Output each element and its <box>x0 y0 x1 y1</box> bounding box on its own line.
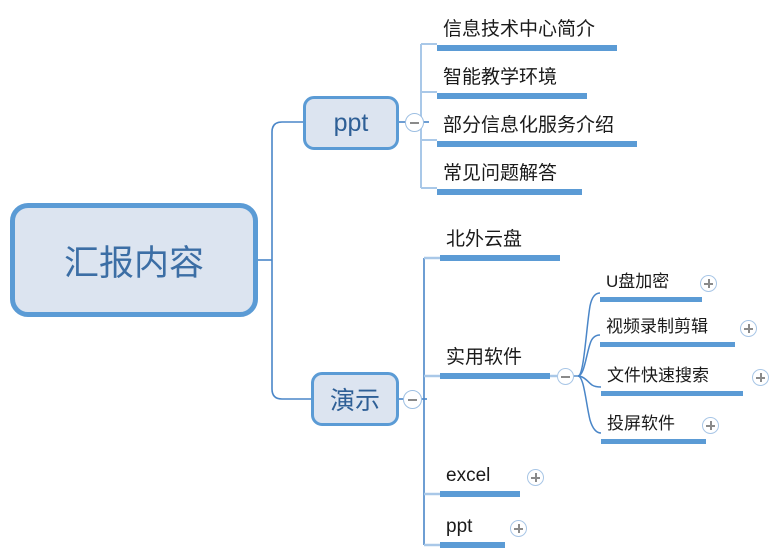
leaf-node-changjianwenti[interactable]: 常见问题解答 <box>437 162 582 195</box>
leaf-underline <box>600 297 702 302</box>
leaf-node-beiwaiyunpan[interactable]: 北外云盘 <box>440 228 560 261</box>
plus-circle-icon-upanjiami[interactable] <box>700 275 717 292</box>
branch-node-ppt[interactable]: ppt <box>303 96 399 150</box>
leaf-label: 文件快速搜索 <box>607 366 709 385</box>
minus-circle-icon-ppt[interactable] <box>405 113 424 132</box>
leaf-node-zhinengjiaoxue[interactable]: 智能教学环境 <box>437 66 587 99</box>
leaf-underline <box>440 542 505 548</box>
plus-circle-icon-wenjiansousuo[interactable] <box>752 369 769 386</box>
leaf-label: excel <box>446 465 491 486</box>
leaf-node-toupingruanjian[interactable]: 投屏软件 <box>601 412 706 444</box>
leaf-underline <box>440 373 550 379</box>
leaf-node-excel[interactable]: excel <box>440 464 520 497</box>
leaf-underline <box>437 45 617 51</box>
leaf-label: 视频录制剪辑 <box>606 317 708 336</box>
leaf-underline <box>437 189 582 195</box>
leaf-label: 常见问题解答 <box>443 163 558 184</box>
leaf-node-bufenxinxihua[interactable]: 部分信息化服务介绍 <box>437 114 637 147</box>
leaf-underline <box>437 141 637 147</box>
leaf-underline <box>437 93 587 99</box>
leaf-node-shipinluzhi[interactable]: 视频录制剪辑 <box>600 315 735 347</box>
plus-circle-icon-ppt-bottom[interactable] <box>510 520 527 537</box>
leaf-node-upanjiami[interactable]: U盘加密 <box>600 270 702 302</box>
leaf-node-wenjiansousuo[interactable]: 文件快速搜索 <box>601 364 743 396</box>
branch-node-yanshi[interactable]: 演示 <box>311 372 399 426</box>
leaf-underline <box>440 255 560 261</box>
leaf-label: U盘加密 <box>606 272 670 291</box>
leaf-label: 智能教学环境 <box>443 67 558 88</box>
leaf-underline <box>601 439 706 444</box>
leaf-label: 北外云盘 <box>446 229 523 250</box>
leaf-node-ppt-bottom[interactable]: ppt <box>440 515 505 548</box>
leaf-underline <box>440 491 520 497</box>
root-node[interactable]: 汇报内容 <box>10 203 258 317</box>
leaf-label: 投屏软件 <box>607 414 675 433</box>
plus-circle-icon-toupingruanjian[interactable] <box>702 417 719 434</box>
leaf-label: 实用软件 <box>446 347 523 368</box>
leaf-underline <box>601 391 743 396</box>
minus-circle-icon-shiyongruanjian[interactable] <box>557 368 574 385</box>
leaf-label: ppt <box>446 516 473 537</box>
minus-circle-icon-yanshi[interactable] <box>403 390 422 409</box>
leaf-underline <box>600 342 735 347</box>
leaf-label: 信息技术中心简介 <box>443 19 596 40</box>
leaf-node-xinxijishuzhongxin[interactable]: 信息技术中心简介 <box>437 18 617 51</box>
branch-node-yanshi-label: 演示 <box>329 387 380 415</box>
root-node-label: 汇报内容 <box>63 243 204 283</box>
plus-circle-icon-excel[interactable] <box>527 469 544 486</box>
leaf-node-shiyongruanjian[interactable]: 实用软件 <box>440 346 550 379</box>
branch-node-ppt-label: ppt <box>333 108 369 137</box>
leaf-label: 部分信息化服务介绍 <box>443 115 615 136</box>
plus-circle-icon-shipinluzhi[interactable] <box>740 320 757 337</box>
